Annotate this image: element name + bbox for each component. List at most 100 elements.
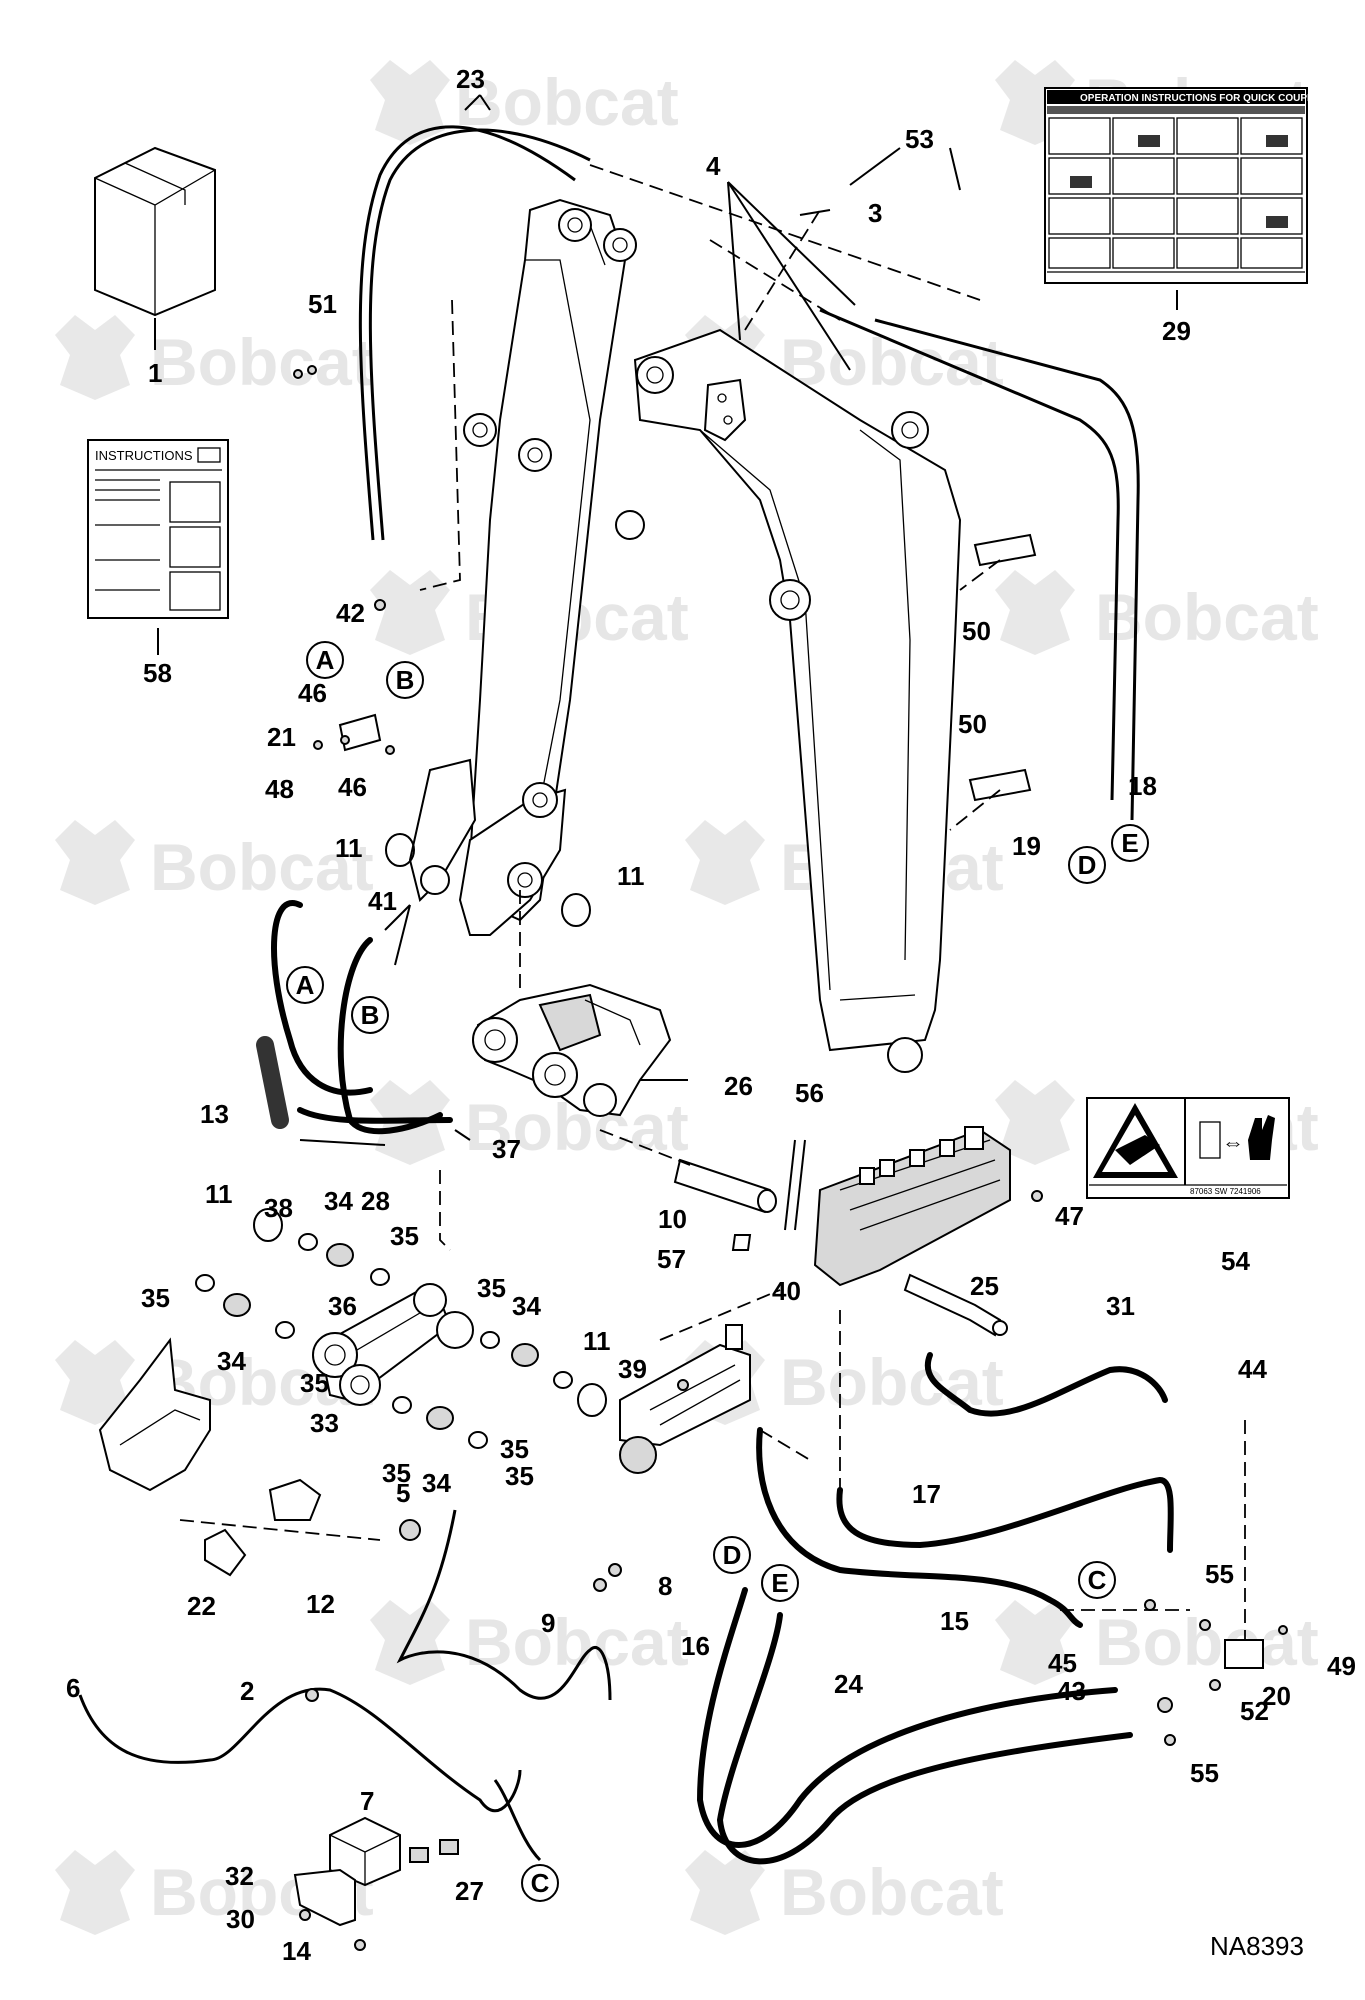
- watermark-text: Bobcat: [150, 830, 374, 904]
- callout-label: 36: [328, 1291, 357, 1321]
- boom-arm-assembly: [408, 198, 962, 1073]
- callout-label: 2: [240, 1676, 254, 1706]
- watermark-logo-icon: [995, 1600, 1075, 1685]
- pin-and-bolt: [673, 1139, 806, 1251]
- connector-markers: A B A B D E D E C C: [286, 641, 1149, 1902]
- diverter-valve: [619, 1324, 751, 1474]
- callout-label: 42: [336, 598, 365, 628]
- connector-c-marker: C: [1088, 1565, 1107, 1595]
- hose-lines: [256, 125, 1174, 1865]
- quick-coupler: [472, 983, 672, 1117]
- callout-label: 17: [912, 1479, 941, 1509]
- callout-label: 1: [148, 358, 162, 388]
- callout-label: 35: [500, 1434, 529, 1464]
- callout-label: 21: [267, 722, 296, 752]
- callout-label: 32: [225, 1861, 254, 1891]
- fasteners: [293, 365, 1288, 1951]
- callout-label: 12: [306, 1589, 335, 1619]
- callout-label: 7: [360, 1786, 374, 1816]
- connector-a-marker: A: [296, 970, 315, 1000]
- wire-harness: [78, 1509, 612, 1862]
- callout-label: 46: [298, 678, 327, 708]
- callout-label: 34: [324, 1186, 353, 1216]
- connector-b-marker: B: [396, 665, 415, 695]
- callout-label: 38: [264, 1193, 293, 1223]
- callout-label: 30: [226, 1904, 255, 1934]
- callout-label: 33: [310, 1408, 339, 1438]
- solenoid-assembly: [293, 1816, 459, 1927]
- callout-label: 27: [455, 1876, 484, 1906]
- callout-label: 54: [1221, 1246, 1250, 1276]
- callout-label: 6: [66, 1673, 80, 1703]
- callout-label: 28: [361, 1186, 390, 1216]
- callout-label: 5: [396, 1478, 410, 1508]
- callout-label: 40: [772, 1276, 801, 1306]
- callout-label: 35: [477, 1273, 506, 1303]
- callout-label: 23: [456, 64, 485, 94]
- callout-label: 3: [868, 198, 882, 228]
- callout-label: 34: [422, 1468, 451, 1498]
- arrow-icon: ⇔: [1222, 1130, 1244, 1155]
- callout-label: 44: [1238, 1354, 1267, 1384]
- watermark-logo-icon: [370, 570, 450, 655]
- callout-label: 35: [505, 1461, 534, 1491]
- callout-label: 34: [512, 1291, 541, 1321]
- decal-codes: 87063 SW 7241906: [1190, 1187, 1261, 1196]
- link-assembly: [195, 833, 607, 1449]
- watermark-text: Bobcat: [1095, 1605, 1319, 1679]
- callout-label: 55: [1190, 1758, 1219, 1788]
- leader-lines: [179, 94, 1246, 1640]
- watermark-logo-icon: [685, 820, 765, 905]
- watermark-logo-icon: [995, 1080, 1075, 1165]
- watermark-logo-icon: [55, 315, 135, 400]
- instructions-card: INSTRUCTIONS: [87, 439, 229, 655]
- callout-label: 35: [382, 1458, 411, 1488]
- watermark-text: Bobcat: [780, 325, 1004, 399]
- callout-label: 48: [265, 774, 294, 804]
- callout-label: 11: [617, 861, 645, 891]
- quick-coupler-decal: OPERATION INSTRUCTIONS FOR QUICK COUPLER: [1044, 87, 1328, 310]
- pinch-hazard-decal: ⇔ 87063 SW 7241906: [1086, 1097, 1290, 1199]
- connector-d-marker: D: [1078, 850, 1097, 880]
- instructions-card-heading: INSTRUCTIONS: [95, 448, 193, 463]
- callout-label: 41: [368, 886, 397, 916]
- callout-label: 46: [338, 772, 367, 802]
- callout-label: 26: [724, 1071, 753, 1101]
- callout-label: 52: [1240, 1696, 1269, 1726]
- watermark-text: Bobcat: [1095, 580, 1319, 654]
- connector-a-marker: A: [316, 645, 335, 675]
- callout-label: 4: [706, 151, 721, 181]
- callout-label: 37: [492, 1134, 521, 1164]
- callout-label: 11: [583, 1326, 611, 1356]
- callout-label: 11: [335, 833, 363, 863]
- callout-label: 25: [970, 1271, 999, 1301]
- control-valve: [813, 1126, 1011, 1337]
- callout-label: 45: [1048, 1648, 1077, 1678]
- connector-e-marker: E: [771, 1568, 788, 1598]
- watermark-text: Bobcat: [455, 65, 679, 139]
- callout-label: 31: [1106, 1291, 1135, 1321]
- callout-label: 34: [217, 1346, 246, 1376]
- callout-label: 11: [205, 1179, 233, 1209]
- callout-label: 22: [187, 1591, 216, 1621]
- callout-label: 13: [200, 1099, 229, 1129]
- callout-label: 35: [300, 1368, 329, 1398]
- watermark-logo-icon: [55, 1850, 135, 1935]
- callout-label: 35: [390, 1221, 419, 1251]
- manifold-blocks: [338, 533, 1264, 1669]
- watermark-logo-icon: [55, 1340, 135, 1425]
- callout-label: 51: [308, 289, 337, 319]
- callout-label: 8: [658, 1571, 672, 1601]
- callout-label: 53: [905, 124, 934, 154]
- callout-label: 50: [962, 616, 991, 646]
- connector-e-marker: E: [1121, 828, 1138, 858]
- drawing-code: NA8393: [1210, 1931, 1304, 1961]
- callout-label: 14: [282, 1936, 311, 1966]
- callout-label: 20: [1262, 1681, 1291, 1711]
- watermark-text: Bobcat: [780, 1855, 1004, 1929]
- watermark-logo-icon: [55, 820, 135, 905]
- callout-label: 43: [1057, 1676, 1086, 1706]
- callout-label: 35: [141, 1283, 170, 1313]
- callout-label: 16: [681, 1631, 710, 1661]
